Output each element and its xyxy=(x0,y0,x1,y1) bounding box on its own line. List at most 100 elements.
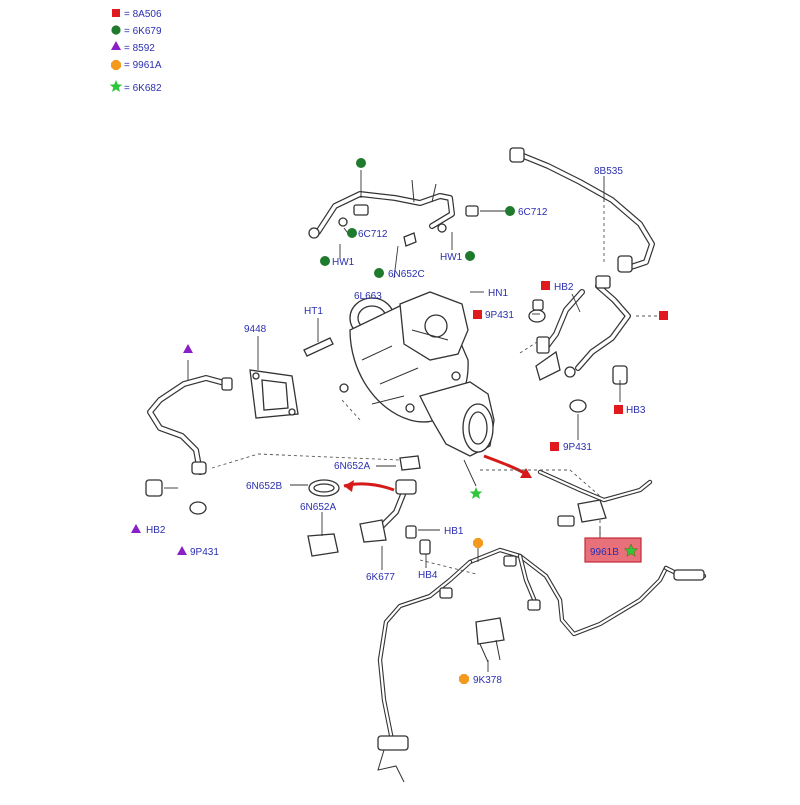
legend-item-6k679: = 6K679 xyxy=(111,25,162,37)
lower-fittings xyxy=(307,455,431,557)
connector xyxy=(595,275,611,289)
callout-hb3: HB3 xyxy=(626,405,646,416)
callout-6n652a: 6N652A xyxy=(334,461,370,472)
banjo-bolt xyxy=(465,205,479,217)
legend-label: = 8A506 xyxy=(124,9,162,20)
legend-label: = 8592 xyxy=(124,43,155,54)
sealing-washer xyxy=(338,217,348,227)
red-square-icon xyxy=(550,442,559,451)
callout-leaders xyxy=(164,170,621,672)
highlight-9961b[interactable]: 9961B xyxy=(584,537,642,563)
callout-6n652c: 6N652C xyxy=(388,269,425,280)
hose-end xyxy=(509,147,525,163)
connector xyxy=(536,336,550,354)
purple-triangle-icon xyxy=(111,41,121,50)
legend-item-8592: = 8592 xyxy=(111,41,155,54)
green-star-icon xyxy=(469,487,483,499)
callout-hw1: HW1 xyxy=(440,252,463,263)
green-circle-icon xyxy=(374,268,384,278)
legend-item-6k682: = 6K682 xyxy=(109,80,162,94)
leader-lines xyxy=(211,204,660,575)
bolt-hb2 xyxy=(532,299,544,311)
callout-6c712: 6C712 xyxy=(358,229,388,240)
bolt-hb1 xyxy=(405,525,417,539)
orange-octagon-icon xyxy=(111,60,121,70)
callout-9k378: 9K378 xyxy=(473,675,502,686)
green-circle-icon xyxy=(356,158,366,168)
pipe-6k677 xyxy=(359,519,387,543)
callout-symbols xyxy=(131,158,668,684)
callout-hn1: HN1 xyxy=(488,288,508,299)
callout-hb1: HB1 xyxy=(444,526,464,537)
red-square-icon xyxy=(473,310,482,319)
callout-6n652b: 6N652B xyxy=(246,481,282,492)
direction-arrows xyxy=(343,454,532,492)
sensor-bracket xyxy=(577,499,607,523)
legend-label: = 6K679 xyxy=(124,26,162,37)
fitting xyxy=(564,366,576,378)
callout-9p431: 9P431 xyxy=(563,442,592,453)
callout-9448: 9448 xyxy=(244,324,267,335)
gasket-6n652a xyxy=(307,533,339,557)
gasket-9448 xyxy=(249,369,299,419)
callout-6n652a: 6N652A xyxy=(300,502,336,513)
gasket xyxy=(535,350,561,381)
callout-8b535: 8B535 xyxy=(594,166,623,177)
legend: = 8A506 = 6K679 = 8592 = 9961A = 6K682 xyxy=(109,9,162,94)
green-circle-icon xyxy=(505,206,515,216)
red-square-icon xyxy=(659,311,668,320)
pipe-fitting xyxy=(308,227,320,239)
callout-hw1: HW1 xyxy=(332,257,355,268)
seal-9p431 xyxy=(569,399,587,413)
sensor-9k378 xyxy=(475,617,505,645)
red-square-icon xyxy=(614,405,623,414)
gasket-6n652a xyxy=(399,455,421,471)
green-star-icon xyxy=(623,543,639,557)
sensor-tube xyxy=(537,469,653,527)
purple-triangle-icon xyxy=(183,344,193,353)
stud-ht1 xyxy=(303,337,334,357)
callout-ht1: HT1 xyxy=(304,306,323,317)
legend-label: = 9961A xyxy=(124,60,162,71)
sealing-washer xyxy=(437,223,447,233)
banjo-bolt xyxy=(353,204,369,216)
bolt-hb4 xyxy=(419,539,431,555)
callout-hb2: HB2 xyxy=(146,525,166,536)
callout-hb2: HB2 xyxy=(554,282,574,293)
legend-item-9961a: = 9961A xyxy=(111,60,162,71)
flange xyxy=(395,479,417,495)
orange-octagon-icon xyxy=(473,538,483,548)
red-square-icon xyxy=(541,281,550,290)
legend-item-8a506: = 8A506 xyxy=(112,9,162,20)
legend-label: = 6K682 xyxy=(124,83,162,94)
purple-triangle-icon xyxy=(177,546,187,555)
callout-6k677: 6K677 xyxy=(366,572,395,583)
wiring-harness xyxy=(377,547,707,783)
green-circle-icon xyxy=(465,251,475,261)
callout-9p431: 9P431 xyxy=(190,547,219,558)
callout-6l663: 6L663 xyxy=(354,291,382,302)
connector xyxy=(377,735,409,751)
orange-octagon-icon xyxy=(459,674,469,684)
green-circle-icon xyxy=(347,228,357,238)
oil-return-pipe xyxy=(509,147,655,413)
turbocharger xyxy=(339,291,495,457)
callout-labels: 8B535 6C712 6C712 HW1 HW1 6N652C 6L663 H… xyxy=(146,166,646,686)
callout-9p431: 9P431 xyxy=(485,310,514,321)
callout-hb4: HB4 xyxy=(418,570,438,581)
callout-6c712: 6C712 xyxy=(518,207,548,218)
fitting xyxy=(403,232,417,247)
seal-9p431 xyxy=(189,501,207,515)
callout-9961b: 9961B xyxy=(590,547,619,558)
green-circle-icon xyxy=(111,25,121,35)
oil-drain-pipe xyxy=(145,375,233,515)
oil-feed-pipe xyxy=(308,179,479,279)
seal-9p431 xyxy=(528,309,546,323)
bolt-hb2 xyxy=(145,479,163,497)
purple-triangle-icon xyxy=(131,524,141,533)
hose-clamp xyxy=(617,255,633,273)
green-star-icon xyxy=(109,80,123,92)
red-square-icon xyxy=(112,9,120,17)
